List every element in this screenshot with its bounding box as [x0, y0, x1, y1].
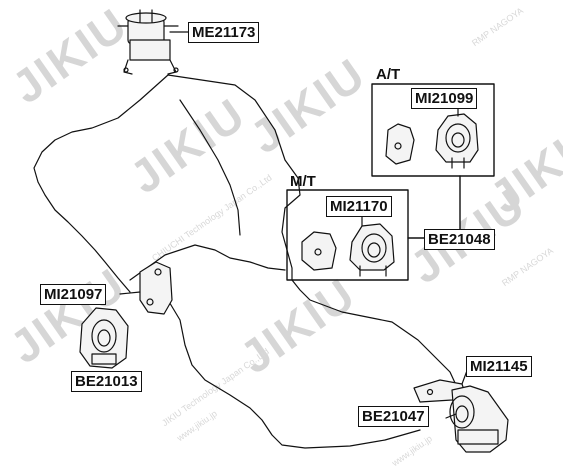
mount-mi21170	[301, 215, 395, 277]
mt-group-box	[286, 189, 409, 281]
part-label-mi21170[interactable]: MI21170	[326, 196, 392, 217]
mount-be21013	[79, 307, 129, 369]
engine-outline	[167, 74, 457, 386]
engine-outline	[129, 244, 286, 281]
mount-mi21145	[413, 367, 509, 453]
part-label-mi21099[interactable]: MI21099	[411, 88, 478, 109]
engine-outline	[179, 99, 241, 236]
mount-me21173	[117, 9, 193, 75]
part-label-be21048[interactable]: BE21048	[424, 229, 495, 250]
part-label-me21173[interactable]: ME21173	[188, 22, 260, 43]
part-label-be21013[interactable]: BE21013	[71, 371, 142, 392]
at-group-box	[371, 83, 495, 177]
mount-mi21099	[385, 107, 479, 169]
part-label-mi21097[interactable]: MI21097	[40, 284, 107, 305]
at-group-title: A/T	[376, 66, 401, 83]
bracket-mi21097	[119, 261, 173, 315]
part-label-mi21145[interactable]: MI21145	[466, 356, 532, 377]
engine-outline	[167, 299, 421, 449]
mt-group-title: M/T	[290, 173, 316, 190]
part-label-be21047[interactable]: BE21047	[358, 406, 429, 427]
engine-outline	[33, 74, 169, 293]
